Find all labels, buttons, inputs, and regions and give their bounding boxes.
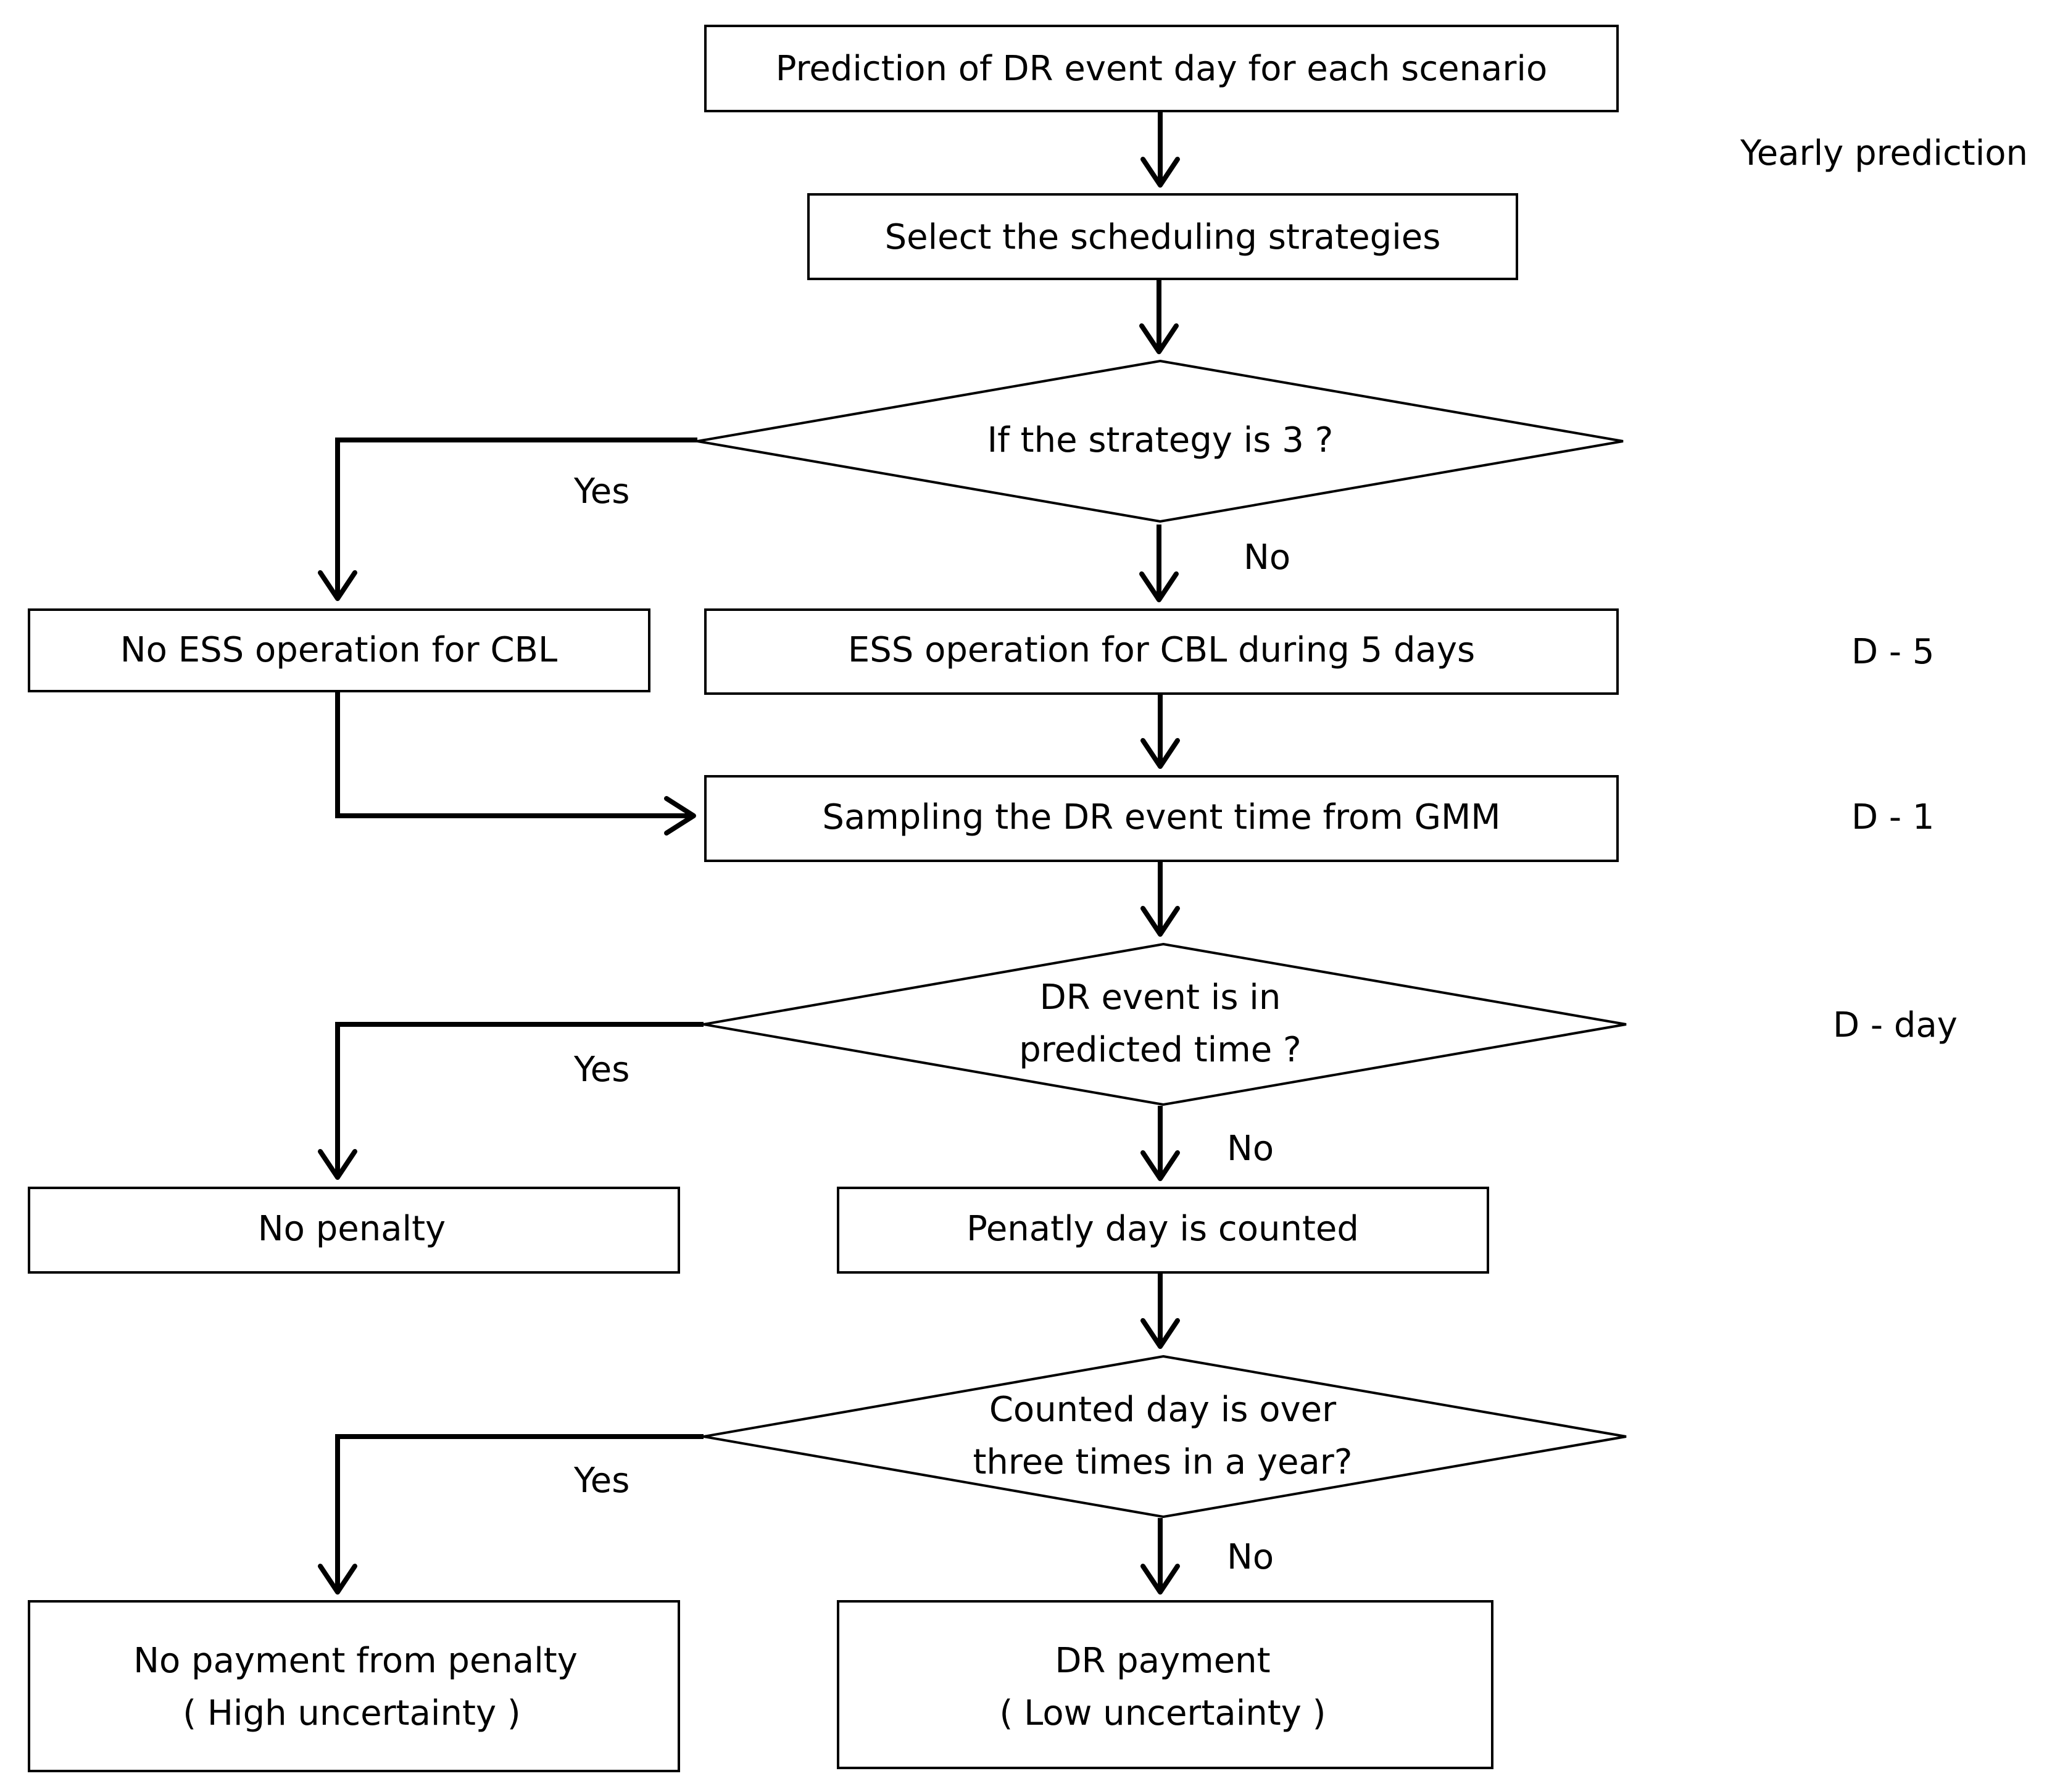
label-yes-1: Yes <box>573 471 629 512</box>
arrowhead-no-3 <box>1140 1564 1180 1595</box>
box-select-strategies <box>807 193 1518 280</box>
text-dr-payment-line2: ( Low uncertainty ) <box>999 1693 1326 1733</box>
text-select-strategies: Select the scheduling strategies <box>885 217 1441 257</box>
box-predict-dr-day <box>704 25 1619 112</box>
box-penalty-counted <box>837 1187 1489 1274</box>
box-dr-payment <box>837 1600 1493 1769</box>
arrowhead-yes-2 <box>318 1149 357 1180</box>
connector-yes-2 <box>335 1022 704 1176</box>
text-no-payment-line2: ( High uncertainty ) <box>183 1693 520 1733</box>
connector-yes-3 <box>335 1434 704 1591</box>
box-sampling-gmm <box>704 775 1619 862</box>
label-no-2: No <box>1227 1129 1274 1169</box>
arrowhead-no-2 <box>1140 1150 1180 1181</box>
connector-merge <box>335 691 691 818</box>
text-predict-dr-day: Prediction of DR event day for each scen… <box>776 49 1547 89</box>
arrowhead-1 <box>1140 157 1180 188</box>
text-no-payment-line1: No payment from penalty <box>133 1641 578 1681</box>
diamond-over-three <box>703 1354 1627 1519</box>
arrowhead-no-1 <box>1139 571 1179 602</box>
arrowhead-merge <box>664 796 696 836</box>
diamond-strategy3 <box>697 359 1624 523</box>
label-yes-2: Yes <box>573 1050 629 1090</box>
timeline-d5: D - 5 <box>1851 632 1935 672</box>
arrowhead-3 <box>1140 738 1180 769</box>
text-predicted-time-line2: predicted time ? <box>1019 1030 1302 1070</box>
text-over-three-line1: Counted day is over <box>989 1390 1337 1430</box>
text-strategy3: If the strategy is 3 ? <box>987 420 1334 460</box>
text-sampling-gmm: Sampling the DR event time from GMM <box>822 797 1500 837</box>
box-no-ess-cbl <box>28 608 650 692</box>
arrowhead-5 <box>1140 1318 1180 1349</box>
box-ess-cbl-5days <box>704 608 1619 695</box>
arrowhead-4 <box>1140 906 1180 937</box>
text-over-three-line2: three times in a year? <box>973 1442 1352 1482</box>
connector-yes-1 <box>335 438 697 597</box>
timeline-yearly: Yearly prediction <box>1740 133 2028 173</box>
timeline-dday: D - day <box>1833 1005 1958 1045</box>
arrowhead-yes-1 <box>318 570 357 601</box>
box-no-penalty <box>28 1187 680 1274</box>
label-no-3: No <box>1227 1537 1274 1577</box>
diamond-predicted-time <box>703 942 1627 1106</box>
label-no-1: No <box>1244 537 1290 578</box>
arrowhead-yes-3 <box>318 1564 357 1595</box>
text-penalty-counted: Penatly day is counted <box>966 1209 1359 1249</box>
timeline-d1: D - 1 <box>1851 797 1935 837</box>
arrowhead-2 <box>1139 323 1179 354</box>
text-no-ess-cbl: No ESS operation for CBL <box>120 630 557 670</box>
text-no-penalty: No penalty <box>258 1209 446 1249</box>
label-yes-3: Yes <box>573 1461 629 1501</box>
text-dr-payment-line1: DR payment <box>1055 1641 1270 1681</box>
box-no-payment <box>28 1600 680 1772</box>
text-predicted-time-line1: DR event is in <box>1040 977 1281 1018</box>
text-ess-cbl-5days: ESS operation for CBL during 5 days <box>848 630 1475 670</box>
